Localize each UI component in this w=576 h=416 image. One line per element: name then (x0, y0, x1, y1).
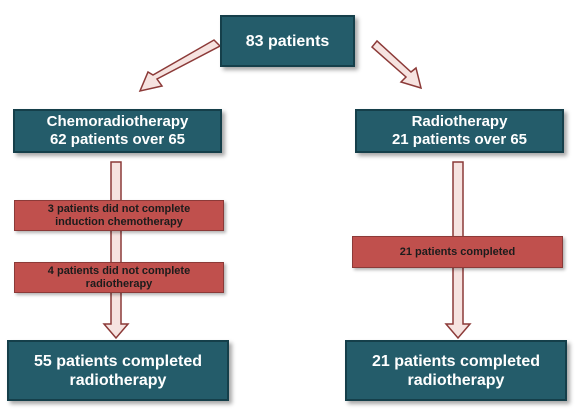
chemoradiotherapy-result-line2: radiotherapy (69, 371, 167, 389)
chemoradiotherapy-count: 62 patients over 65 (49, 131, 186, 148)
arrow-top-to-radiotherapy (370, 39, 423, 90)
dropout-radiotherapy-line1: 4 patients did not complete (47, 264, 191, 277)
chemoradiotherapy-result-line1: 55 patients completed (33, 352, 203, 370)
dropout-radiotherapy-line2: radiotherapy (85, 277, 153, 290)
dropout-induction-box: 3 patients did not complete induction ch… (14, 200, 224, 231)
dropout-radiotherapy-box: 4 patients did not complete radiotherapy (14, 262, 224, 293)
chemoradiotherapy-box: Chemoradiotherapy 62 patients over 65 (13, 109, 222, 153)
arrow-top-to-chemoradiotherapy (138, 39, 222, 93)
chemoradiotherapy-title: Chemoradiotherapy (46, 113, 189, 130)
total-patients-label: 83 patients (245, 32, 330, 50)
radiotherapy-result-line2: radiotherapy (407, 371, 505, 389)
radiotherapy-completed-note: 21 patients completed (352, 236, 563, 268)
dropout-induction-line2: induction chemotherapy (55, 215, 183, 228)
radiotherapy-result-line1: 21 patients completed (371, 352, 541, 370)
radiotherapy-count: 21 patients over 65 (391, 131, 528, 148)
dropout-induction-line1: 3 patients did not complete (47, 202, 191, 215)
radiotherapy-result-box: 21 patients completed radiotherapy (345, 340, 567, 401)
arrow-chemoradiotherapy-to-result (102, 161, 130, 340)
radiotherapy-box: Radiotherapy 21 patients over 65 (355, 109, 564, 153)
chemoradiotherapy-result-box: 55 patients completed radiotherapy (7, 340, 229, 401)
radiotherapy-title: Radiotherapy (411, 113, 508, 130)
total-patients-box: 83 patients (220, 15, 355, 67)
radiotherapy-completed-note-label: 21 patients completed (399, 245, 516, 258)
